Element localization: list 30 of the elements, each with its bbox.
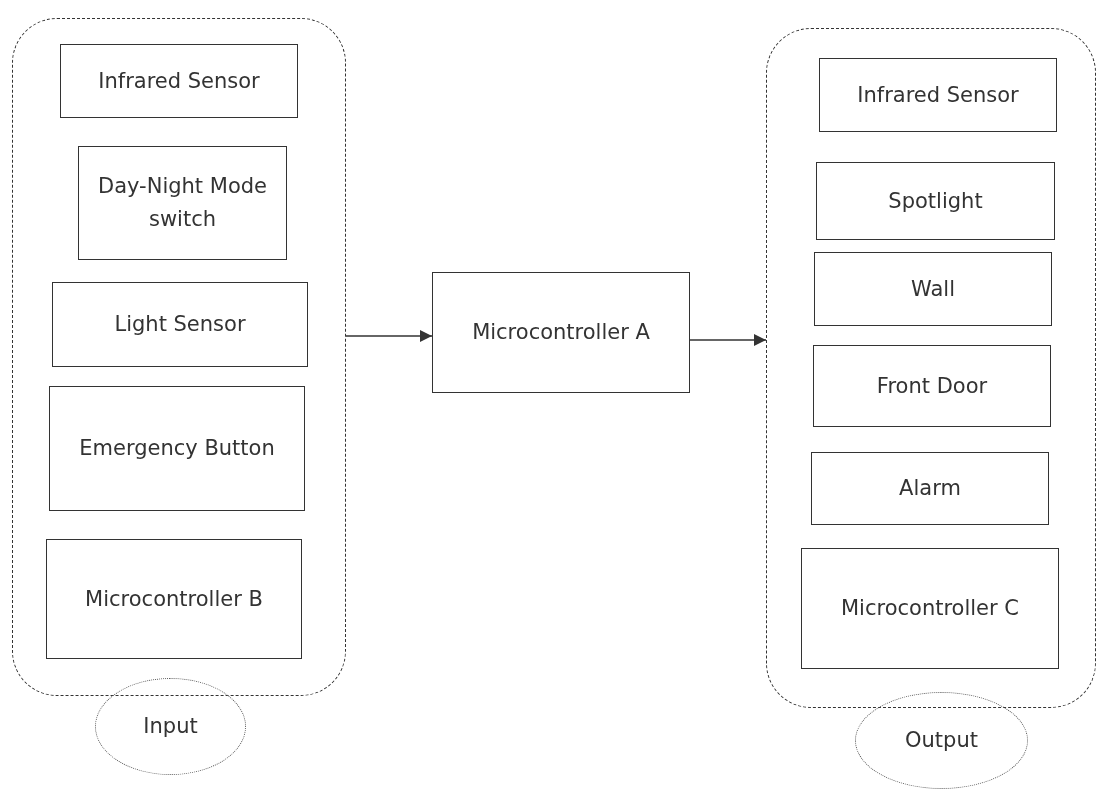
node-label: Microcontroller B: [84, 585, 264, 613]
node-label: Microcontroller A: [471, 319, 651, 347]
component-box: [49, 386, 305, 511]
node-label: Emergency Button: [78, 435, 276, 463]
component-box: [813, 345, 1051, 427]
node-label: Day-Night Mode switch: [97, 173, 268, 233]
node-label: Infrared Sensor: [856, 81, 1020, 109]
node-label: Alarm: [898, 475, 962, 503]
dashed-group-frame: [766, 28, 1096, 708]
component-box: [52, 282, 308, 367]
component-box: [811, 452, 1049, 525]
arrow: [689, 334, 767, 346]
component-box: [819, 58, 1057, 132]
node-label: Wall: [910, 275, 956, 303]
node-label: Input: [142, 713, 199, 741]
dashed-group-frame: [12, 18, 346, 696]
node-label: Front Door: [875, 372, 989, 400]
component-box: [432, 272, 690, 393]
component-box: [46, 539, 302, 659]
component-box: [78, 146, 287, 260]
node-label: Output: [904, 727, 979, 755]
component-box: [801, 548, 1059, 669]
component-box: [816, 162, 1055, 240]
arrow: [345, 330, 433, 342]
node-label: Light Sensor: [113, 311, 247, 339]
component-box: [814, 252, 1052, 326]
node-label: Microcontroller C: [839, 595, 1020, 623]
node-label: Infrared Sensor: [97, 67, 261, 95]
node-label: Spotlight: [887, 187, 984, 215]
component-box: [60, 44, 298, 118]
